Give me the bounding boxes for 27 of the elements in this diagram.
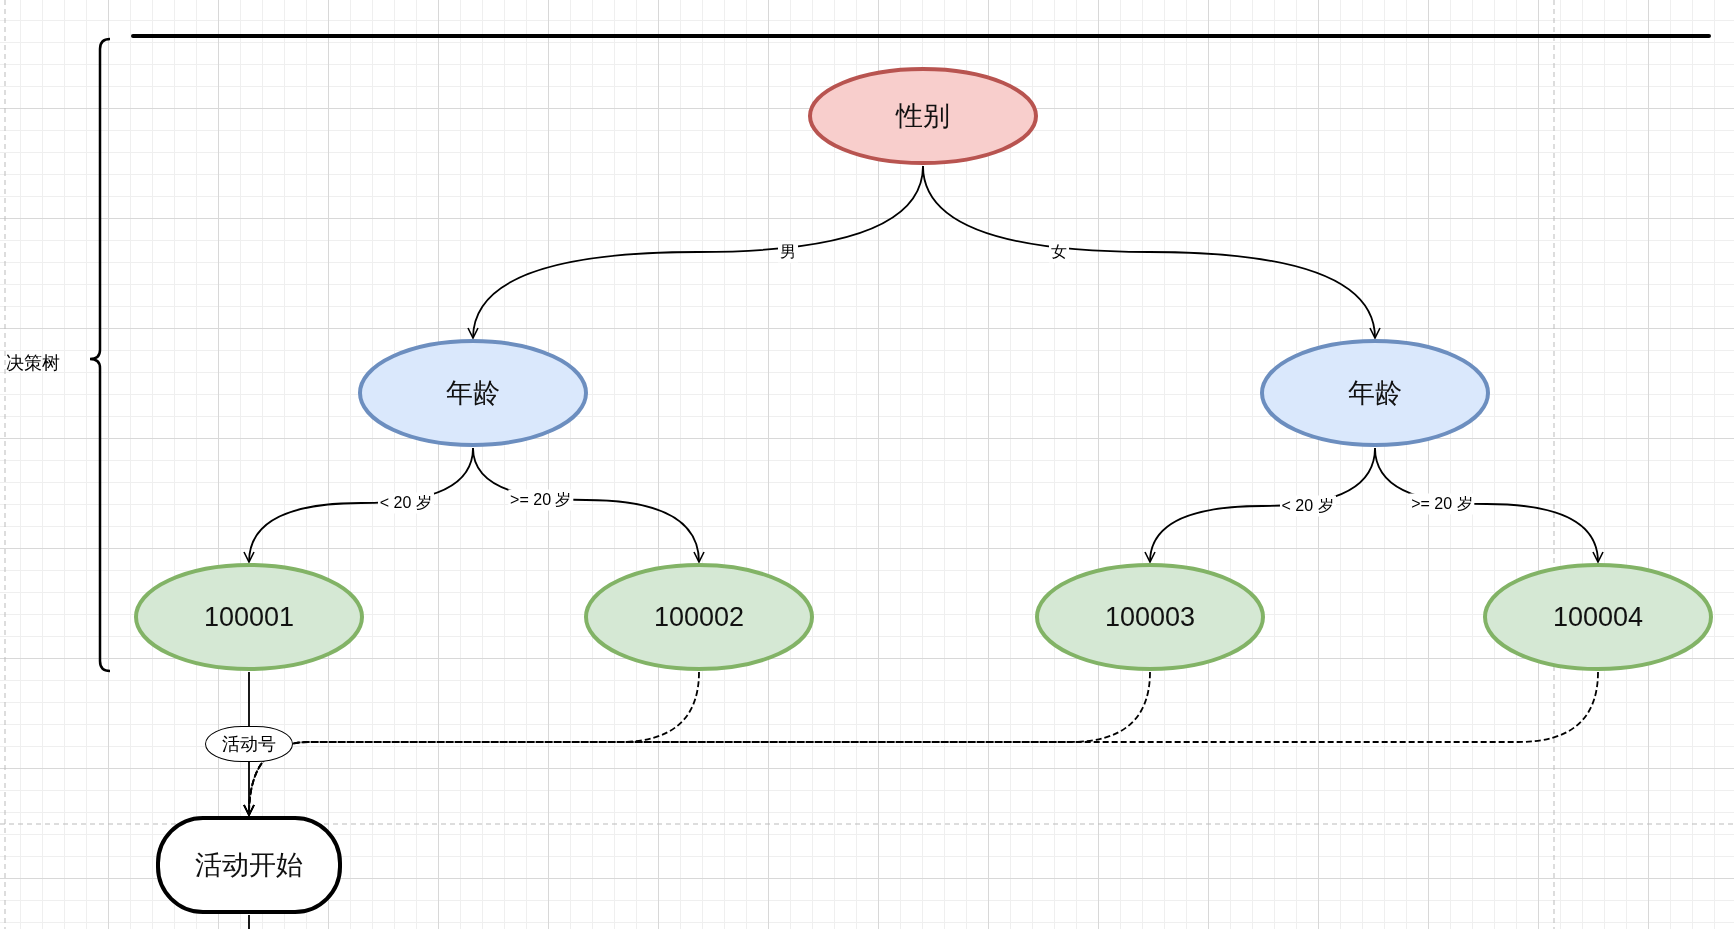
node-label: 性别 [896, 100, 950, 133]
arrow [243, 671, 1599, 816]
connector-line [248, 914, 250, 929]
node-label: 100003 [1104, 601, 1196, 633]
ellipse-node [133, 562, 365, 672]
node-label: 活动开始 [195, 849, 303, 882]
edge-label: >= 20 岁 [1409, 493, 1475, 515]
node-label: 100004 [1552, 601, 1644, 633]
terminal-node [155, 815, 343, 915]
cloud-edge-label: 活动号 [205, 725, 293, 762]
edge-label: < 20 岁 [1279, 495, 1336, 517]
node-label: 100001 [203, 601, 295, 633]
ellipse-node [1034, 562, 1266, 672]
edge-label: < 20 岁 [377, 492, 434, 514]
node-label: 100002 [653, 601, 745, 633]
ellipse-node [1259, 338, 1491, 448]
ellipse-node [583, 562, 815, 672]
ellipse-node [357, 338, 589, 448]
bracket-label: 决策树 [6, 352, 60, 375]
edge-label: 女 [1048, 241, 1069, 263]
arrow [922, 165, 1380, 339]
ellipse-node [807, 66, 1039, 166]
edge-label: >= 20 岁 [508, 489, 574, 511]
ellipse-node [1482, 562, 1714, 672]
edge-label: 男 [778, 241, 798, 263]
node-label: 年龄 [446, 377, 500, 410]
node-label: 年龄 [1348, 377, 1402, 410]
